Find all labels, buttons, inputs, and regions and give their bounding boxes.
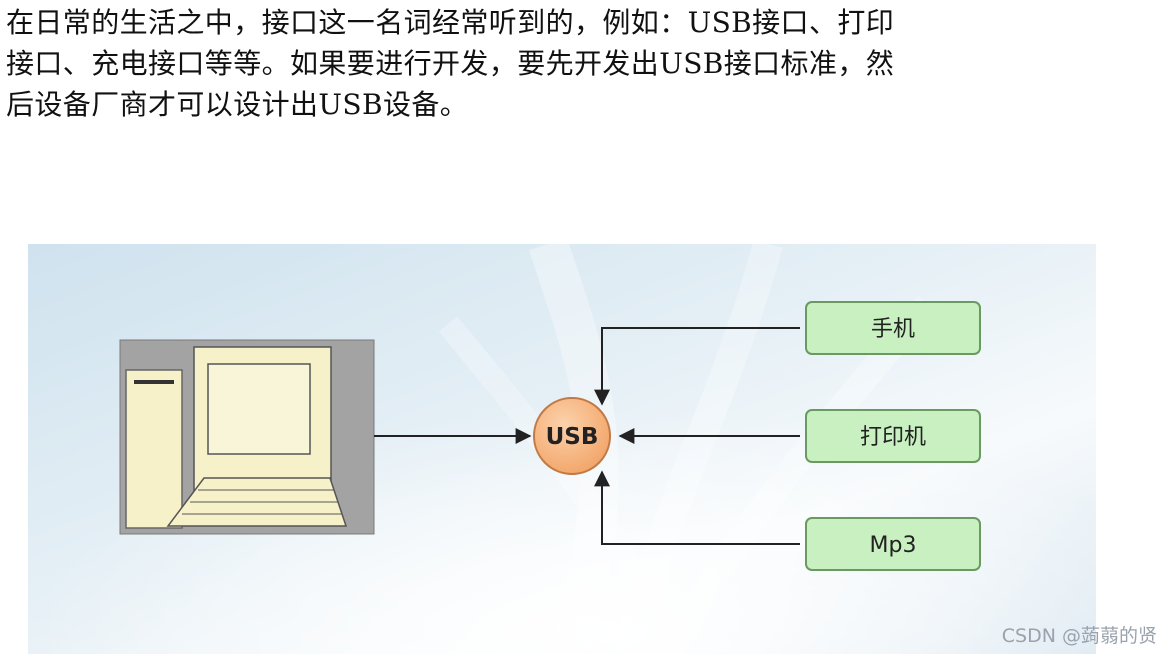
device-box-phone: 手机	[805, 301, 981, 355]
computer-icon	[119, 339, 375, 535]
paragraph-line: 在日常的生活之中，接口这一名词经常听到的，例如：USB接口、打印	[6, 6, 895, 39]
usb-hub: USB	[533, 397, 611, 475]
usb-diagram-canvas: USB 手机 打印机 Mp3	[28, 244, 1096, 654]
paragraph-line: 接口、充电接口等等。如果要进行开发，要先开发出USB接口标准，然	[6, 47, 895, 80]
mp3-to-usb-arrow	[594, 470, 800, 545]
device-box-mp3: Mp3	[805, 517, 981, 571]
device-label: Mp3	[870, 533, 917, 558]
phone-to-usb-arrow	[594, 327, 800, 406]
device-label: 打印机	[860, 425, 926, 450]
connector-lines	[374, 327, 800, 545]
device-box-printer: 打印机	[805, 409, 981, 463]
intro-paragraph: 在日常的生活之中，接口这一名词经常听到的，例如：USB接口、打印 接口、充电接口…	[6, 2, 1156, 125]
device-label: 手机	[871, 317, 915, 342]
usb-hub-label: USB	[546, 424, 599, 450]
usb-diagram: USB 手机 打印机 Mp3	[28, 244, 1096, 654]
paragraph-line: 后设备厂商才可以设计出USB设备。	[6, 88, 469, 121]
watermark: CSDN @蒟蒻的贤	[1001, 625, 1157, 647]
